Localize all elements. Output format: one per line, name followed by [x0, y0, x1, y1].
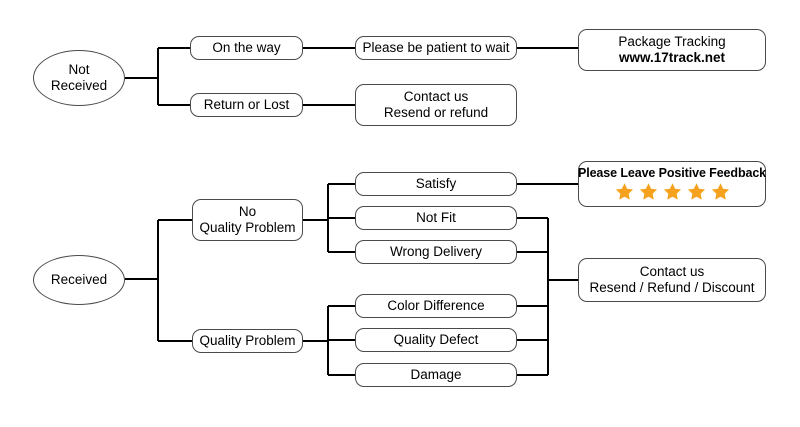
node-received[interactable]: Received [33, 255, 125, 305]
node-satisfy[interactable]: Satisfy [355, 172, 517, 196]
node-received-label: Received [50, 272, 108, 288]
star-rating[interactable] [615, 182, 730, 201]
node-on-the-way-label: On the way [212, 40, 281, 56]
node-satisfy-label: Satisfy [415, 176, 457, 192]
node-on-the-way[interactable]: On the way [190, 36, 303, 60]
resolution-line2: Resend / Refund / Discount [589, 280, 755, 295]
node-wrong-delivery[interactable]: Wrong Delivery [355, 240, 517, 264]
node-not-fit-label: Not Fit [416, 210, 456, 226]
node-quality-problem[interactable]: Quality Problem [192, 329, 303, 353]
node-contact-us-resend-refund[interactable]: Contact us Resend or refund [355, 84, 517, 126]
node-return-or-lost-label: Return or Lost [203, 97, 290, 113]
star-icon[interactable] [663, 182, 682, 201]
node-wrong-delivery-label: Wrong Delivery [389, 244, 483, 260]
node-damage[interactable]: Damage [355, 363, 517, 387]
node-please-be-patient-label: Please be patient to wait [362, 40, 510, 56]
node-contact-us-resolution[interactable]: Contact us Resend / Refund / Discount [578, 258, 766, 302]
node-color-difference-label: Color Difference [387, 298, 485, 314]
star-icon[interactable] [711, 182, 730, 201]
node-no-quality-problem[interactable]: No Quality Problem [192, 199, 303, 241]
node-color-difference[interactable]: Color Difference [355, 294, 517, 318]
package-tracking-url[interactable]: www.17track.net [618, 50, 726, 65]
node-quality-defect[interactable]: Quality Defect [355, 328, 517, 352]
positive-feedback-text: Please Leave Positive Feedback [577, 166, 767, 181]
star-icon[interactable] [687, 182, 706, 201]
resolution-line1: Contact us [639, 264, 705, 280]
node-positive-feedback[interactable]: Please Leave Positive Feedback [578, 161, 766, 207]
node-please-be-patient[interactable]: Please be patient to wait [355, 36, 517, 60]
node-not-received-label: Not Received [50, 62, 108, 93]
package-tracking-title: Package Tracking [618, 34, 726, 50]
star-icon[interactable] [639, 182, 658, 201]
star-icon[interactable] [615, 182, 634, 201]
node-return-or-lost[interactable]: Return or Lost [190, 93, 303, 117]
node-package-tracking[interactable]: Package Tracking www.17track.net [578, 29, 766, 71]
node-not-received[interactable]: Not Received [33, 50, 125, 106]
node-no-quality-problem-label: No Quality Problem [199, 204, 296, 235]
node-quality-defect-label: Quality Defect [393, 332, 479, 348]
node-contact-us-resend-refund-label: Contact us Resend or refund [383, 89, 489, 120]
node-not-fit[interactable]: Not Fit [355, 206, 517, 230]
node-damage-label: Damage [410, 367, 462, 383]
node-quality-problem-label: Quality Problem [199, 333, 296, 349]
